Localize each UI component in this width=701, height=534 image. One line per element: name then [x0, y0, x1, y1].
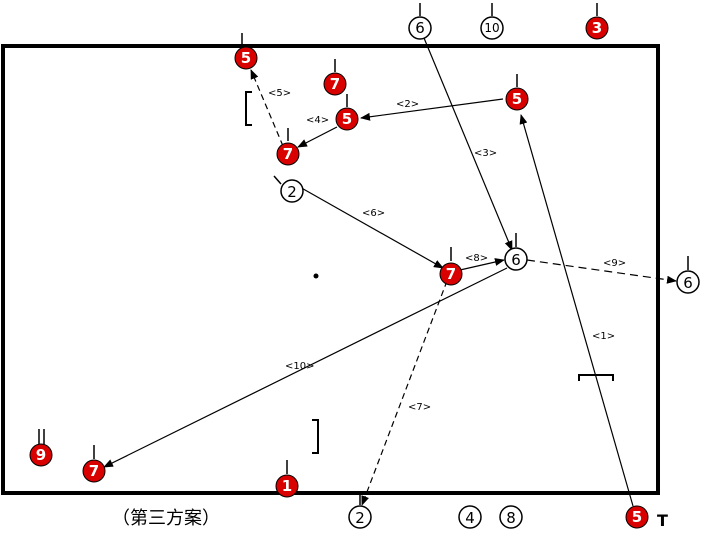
path-step-5: [250, 69, 284, 147]
bracket-left-marker: [245, 91, 252, 126]
player-7-left: 7: [276, 128, 300, 166]
step-label-10: <10>: [285, 361, 314, 372]
player-5-bottom-right-number: 5: [632, 508, 642, 526]
path-step-8: [459, 258, 505, 271]
step-label-9: <9>: [603, 258, 626, 269]
player-7-center-number: 7: [446, 265, 456, 283]
player-3-top: 3: [585, 3, 609, 40]
center-spot: [313, 273, 319, 279]
step-label-3: <3>: [474, 148, 497, 159]
path-step-3: [423, 37, 513, 251]
player-5-bottom-right: 5: [625, 505, 649, 529]
t-marker: T: [657, 511, 668, 530]
player-5-top-left: 5: [234, 33, 258, 70]
player-2-bottom: 2: [348, 492, 372, 529]
player-5-right: 5: [505, 74, 529, 111]
player-6-right: 6: [676, 256, 700, 294]
player-6-top: 6: [408, 3, 432, 40]
player-4-bottom: 4: [458, 505, 482, 529]
player-10-top-number: 10: [484, 21, 499, 35]
step-label-2: <2>: [396, 99, 419, 110]
step-label-1: <1>: [592, 331, 615, 342]
path-step-10: [103, 267, 508, 468]
player-6-top-number: 6: [415, 19, 425, 37]
player-5-right-number: 5: [512, 90, 522, 108]
player-1-bottom-number: 1: [282, 477, 292, 495]
player-2-bottom-number: 2: [355, 509, 365, 527]
player-3-top-number: 3: [592, 19, 602, 37]
path-step-4: [297, 126, 338, 148]
step-label-5: <5>: [268, 88, 291, 99]
field-boundary: [1, 44, 660, 495]
bracket-right-marker: [312, 419, 319, 454]
player-2-white: 2: [273, 175, 304, 203]
path-step-6: [297, 185, 444, 269]
step-label-6: <6>: [362, 208, 385, 219]
player-2-white-number: 2: [287, 183, 297, 201]
player-7-bottom-left: 7: [82, 445, 106, 483]
player-9-left: 9: [29, 429, 53, 467]
path-step-7: [361, 280, 448, 506]
player-7-bottom-left-number: 7: [89, 462, 99, 480]
path-step-1: [519, 114, 634, 507]
player-8-bottom-number: 8: [506, 509, 516, 527]
player-5-mid-number: 5: [342, 110, 352, 128]
player-10-top: 10: [480, 3, 504, 40]
player-7-top-number: 7: [330, 75, 340, 93]
player-7-left-number: 7: [283, 145, 293, 163]
player-6-right-number: 6: [683, 274, 693, 292]
path-step-9: [526, 259, 677, 284]
step-label-7: <7>: [408, 402, 431, 413]
player-5-mid: 5: [335, 94, 359, 131]
player-9-left-number: 9: [36, 446, 46, 464]
path-step-2: [360, 98, 504, 121]
player-7-top: 7: [323, 59, 347, 96]
diagram-caption: （第三方案）: [112, 508, 220, 529]
step-label-8: <8>: [465, 253, 488, 264]
player-1-bottom: 1: [275, 460, 299, 498]
player-6-center-number: 6: [511, 251, 521, 269]
step-label-4: <4>: [306, 115, 329, 126]
player-5-top-left-number: 5: [241, 49, 251, 67]
player-6-center: 6: [504, 233, 528, 271]
player-4-bottom-number: 4: [465, 509, 475, 527]
player-8-bottom: 8: [499, 505, 523, 529]
player-7-center: 7: [439, 247, 463, 286]
